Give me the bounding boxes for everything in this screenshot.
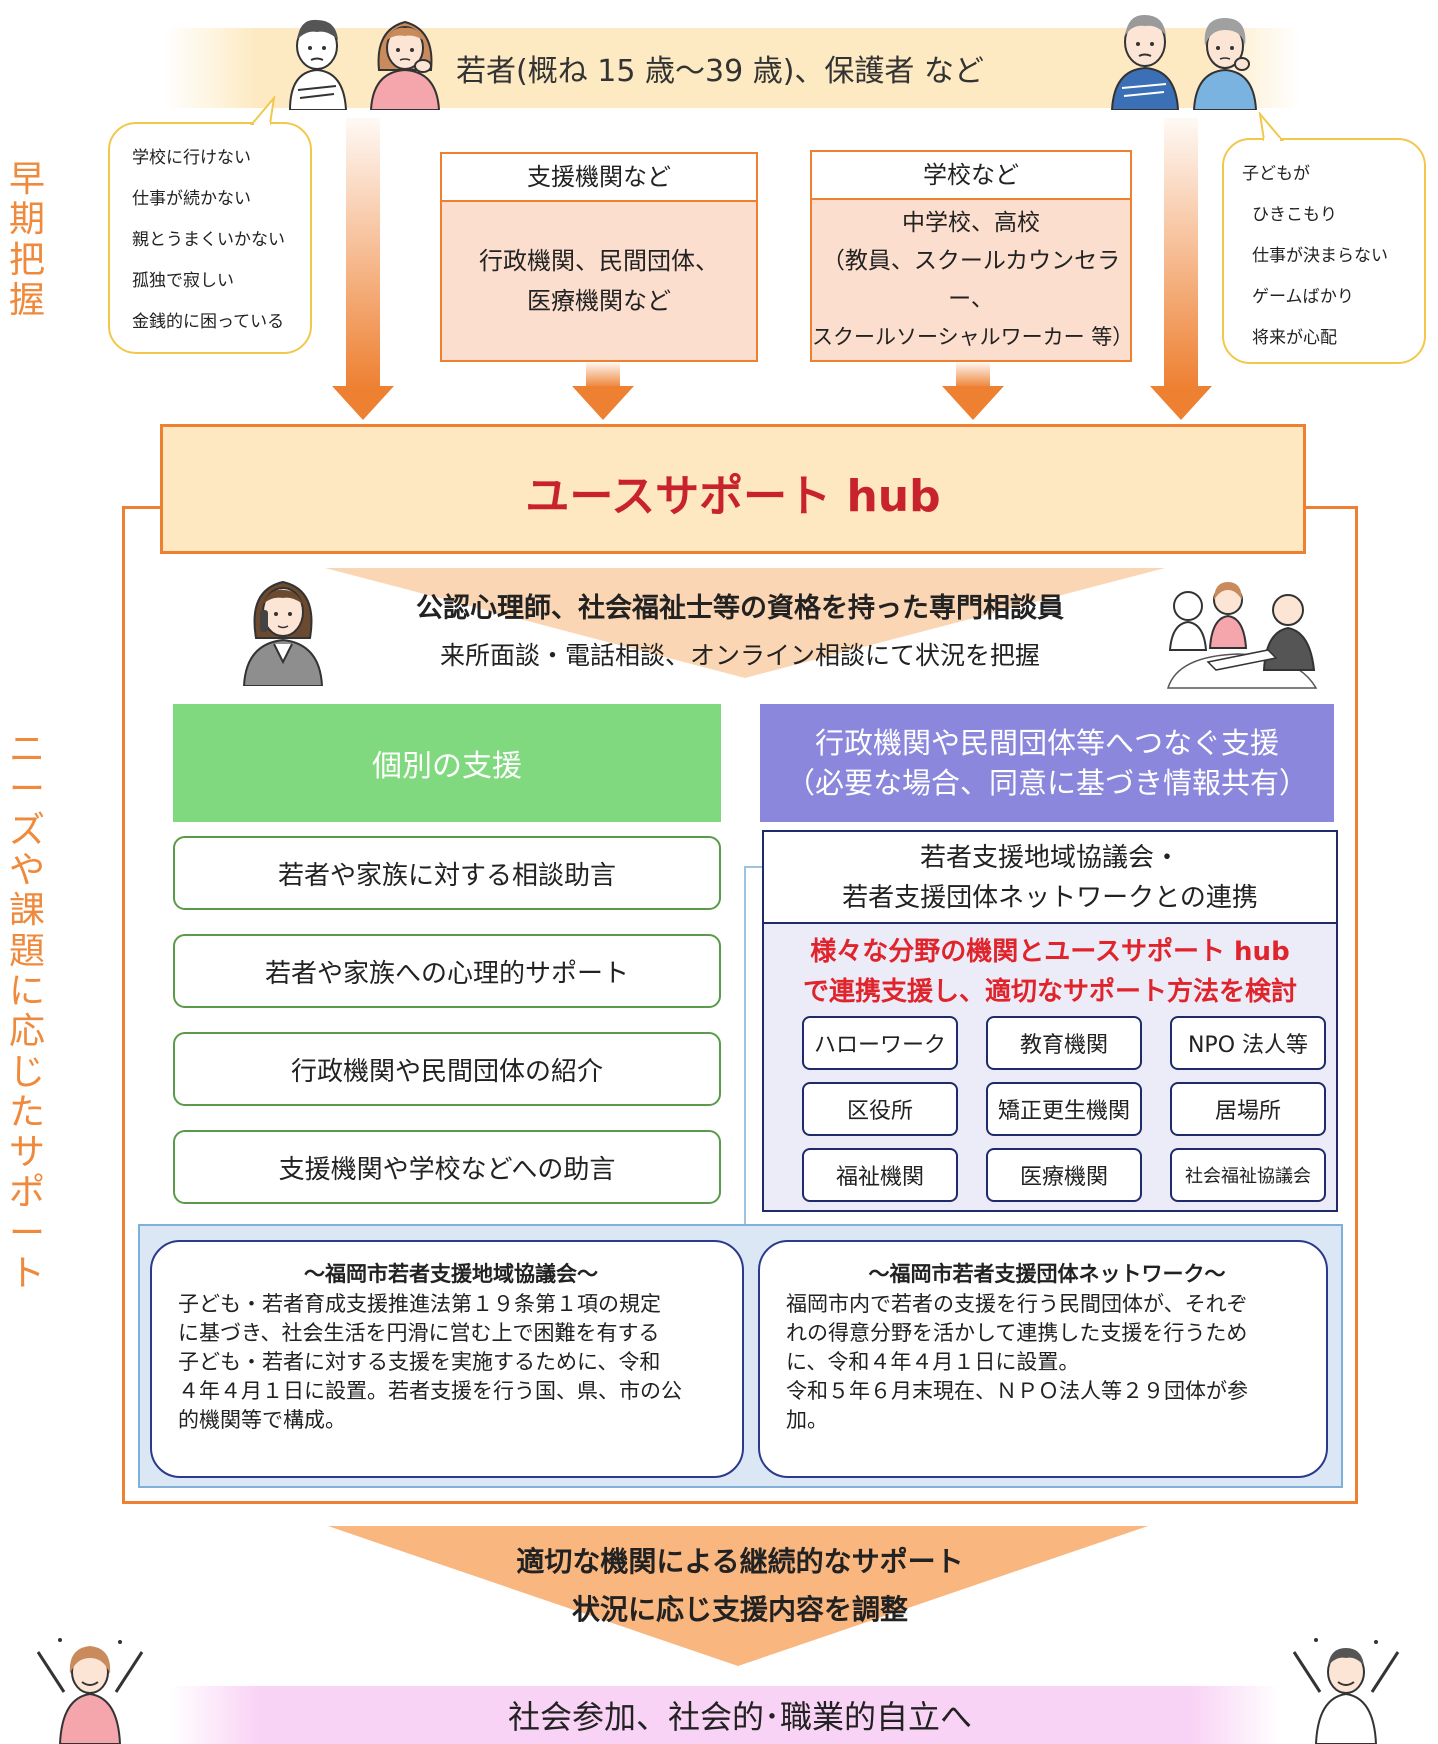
connect-support-header: 行政機関や民間団体等へつなぐ支援 （必要な場合、同意に基づき情報共有） xyxy=(760,704,1334,822)
bubble-line: ひきこもり xyxy=(1252,205,1337,225)
council-line: 福岡市内で若者の支援を行う民間団体が、それぞ xyxy=(786,1292,1248,1316)
adjust-support-text: 状況に応じ支援内容を調整 xyxy=(571,1593,908,1626)
mother-illustration xyxy=(1192,18,1258,110)
network-header: 若者支援地域協議会・ 若者支援団体ネットワークとの連携 xyxy=(764,832,1336,924)
council-line: 子ども・若者に対する支援を実施するために、令和 xyxy=(178,1350,661,1374)
bubble-line: 仕事が決まらない xyxy=(1252,246,1388,266)
individual-support-item: 支援機関や学校などへの助言 xyxy=(173,1130,721,1204)
schools-line: 中学校、高校 xyxy=(902,210,1040,236)
org-hello-work: ハローワーク xyxy=(802,1016,958,1070)
individual-support-item: 若者や家族への心理的サポート xyxy=(173,934,721,1008)
council-line: 令和５年６月末現在、ＮＰＯ法人等２９団体が参 xyxy=(786,1379,1248,1403)
continuous-support-funnel xyxy=(328,1526,1148,1666)
celebrating-girl-illustration xyxy=(36,1638,144,1744)
network-header-line: 若者支援地域協議会・ xyxy=(919,843,1180,873)
arrow-head xyxy=(572,386,634,420)
bubble-line: 仕事が続かない xyxy=(132,189,251,209)
schools-title: 学校など xyxy=(812,152,1130,200)
schools-body: 中学校、高校 （教員、スクールカウンセラー、 スクールソーシャルワーカー 等） xyxy=(812,200,1134,360)
parent-worries-bubble: 子どもが ひきこもり 仕事が決まらない ゲームばかり 将来が心配 xyxy=(1222,138,1426,364)
group-network-title: ～福岡市若者支援団体ネットワーク～ xyxy=(868,1262,1226,1286)
network-emphasis-line: で連携支援し、適切なサポート方法を検討 xyxy=(802,977,1297,1007)
bubble-line: 将来が心配 xyxy=(1252,328,1337,348)
goal-band xyxy=(170,1686,1280,1744)
support-orgs-title: 支援機関など xyxy=(442,154,756,202)
org-ward-office: 区役所 xyxy=(802,1082,958,1136)
council-line: 加。 xyxy=(786,1408,828,1432)
group-network-body: 福岡市内で若者の支援を行う民間団体が、それぞ れの得意分野を活かして連携した支援… xyxy=(786,1290,1308,1435)
bubble-line: 孤独で寂しい xyxy=(132,271,234,291)
target-text: 若者(概ね 15 歳～39 歳)、保護者 など xyxy=(456,54,984,89)
group-network-box: ～福岡市若者支援団体ネットワーク～ 福岡市内で若者の支援を行う民間団体が、それぞ… xyxy=(758,1240,1328,1478)
counselor-phone-illustration xyxy=(242,580,324,686)
council-line: 子ども・若者育成支援推進法第１９条第１項の規定 xyxy=(178,1292,661,1316)
connect-subtitle: （必要な場合、同意に基づき情報共有） xyxy=(785,766,1308,800)
goal-text: 社会参加、社会的･職業的自立へ xyxy=(507,1698,972,1736)
schools-line: スクールソーシャルワーカー 等） xyxy=(812,325,1134,349)
arrow-head xyxy=(332,386,394,420)
hub-funnel xyxy=(325,568,1165,678)
arrow-head xyxy=(942,386,1004,420)
bubble-line: 子どもが xyxy=(1242,164,1310,184)
individual-support-item: 行政機関や民間団体の紹介 xyxy=(173,1032,721,1106)
bubble-line: 親とうまくいかない xyxy=(132,230,285,250)
individual-support-header: 個別の支援 xyxy=(173,704,721,822)
org-welfare: 福祉機関 xyxy=(802,1148,958,1202)
support-orgs-line: 行政機関、民間団体、 xyxy=(479,247,719,275)
arrow-shaft xyxy=(956,362,990,388)
support-orgs-box: 支援機関など 行政機関、民間団体、 医療機関など xyxy=(440,152,758,362)
council-line: に、令和４年４月１日に設置。 xyxy=(786,1350,1080,1374)
org-correction: 矯正更生機関 xyxy=(986,1082,1142,1136)
network-emphasis: 様々な分野の機関とユースサポート hub で連携支援し、適切なサポート方法を検討 xyxy=(764,932,1336,1012)
arrow-head xyxy=(1150,386,1212,420)
network-box: 若者支援地域協議会・ 若者支援団体ネットワークとの連携 様々な分野の機関とユース… xyxy=(762,830,1338,1212)
connect-title: 行政機関や民間団体等へつなぐ支援 xyxy=(814,726,1279,760)
bubble-tail xyxy=(250,96,276,126)
youth-boy-illustration xyxy=(288,19,348,110)
father-illustration xyxy=(1110,14,1180,110)
council-line: に基づき、社会生活を円滑に営む上で困難を有する xyxy=(178,1321,660,1345)
org-social-welfare-council: 社会福祉協議会 xyxy=(1170,1148,1326,1202)
hub-title: ユースサポート hub xyxy=(525,471,941,522)
support-orgs-body: 行政機関、民間団体、 医療機関など xyxy=(442,202,756,360)
schools-line: （教員、スクールカウンセラー、 xyxy=(821,248,1121,312)
regional-council-body: 子ども・若者育成支援推進法第１９条第１項の規定 に基づき、社会生活を円滑に営む上… xyxy=(178,1290,724,1435)
org-medical: 医療機関 xyxy=(986,1148,1142,1202)
counselor-method: 来所面談・電話相談、オンライン相談にて状況を把握 xyxy=(439,641,1040,670)
arrow-shaft xyxy=(1164,118,1198,388)
youth-girl-illustration xyxy=(369,20,441,110)
schools-box: 学校など 中学校、高校 （教員、スクールカウンセラー、 スクールソーシャルワーカ… xyxy=(810,150,1134,362)
council-line: ４年４月１日に設置。若者支援を行う国、県、市の公 xyxy=(178,1379,682,1403)
bubble-line: ゲームばかり xyxy=(1252,287,1354,307)
arrow-shaft xyxy=(346,118,380,388)
connector-line xyxy=(744,866,746,1226)
continuous-support-text: 適切な機関による継続的なサポート xyxy=(516,1545,964,1578)
network-header-line: 若者支援団体ネットワークとの連携 xyxy=(842,883,1258,913)
council-line: 的機関等で構成。 xyxy=(178,1408,346,1432)
council-line: れの得意分野を活かして連携した支援を行うため xyxy=(786,1321,1248,1345)
target-band xyxy=(165,28,1300,108)
org-ibasho: 居場所 xyxy=(1170,1082,1326,1136)
org-education: 教育機関 xyxy=(986,1016,1142,1070)
network-emphasis-line: 様々な分野の機関とユースサポート hub xyxy=(810,937,1290,967)
counseling-meeting-illustration xyxy=(1166,582,1318,689)
regional-council-box: ～福岡市若者支援地域協議会～ 子ども・若者育成支援推進法第１９条第１項の規定 に… xyxy=(150,1240,744,1478)
counselor-heading: 公認心理師、社会福祉士等の資格を持った専門相談員 xyxy=(416,593,1064,624)
bubble-tail xyxy=(1258,112,1284,142)
celebrating-boy-illustration xyxy=(1292,1638,1400,1744)
org-npo: NPO 法人等 xyxy=(1170,1016,1326,1070)
regional-council-title: ～福岡市若者支援地域協議会～ xyxy=(304,1262,598,1286)
needs-support-label: ニーズや課題に応じたサポート xyxy=(8,729,45,1295)
individual-support-item: 若者や家族に対する相談助言 xyxy=(173,836,721,910)
early-detection-label: 早期把握 xyxy=(8,159,45,321)
bubble-line: 金銭的に困っている xyxy=(132,312,285,332)
support-orgs-line: 医療機関など xyxy=(527,287,671,315)
bubble-line: 学校に行けない xyxy=(132,148,251,168)
arrow-shaft xyxy=(586,362,620,388)
hub-box xyxy=(160,424,1306,554)
youth-worries-bubble: 学校に行けない 仕事が続かない 親とうまくいかない 孤独で寂しい 金銭的に困って… xyxy=(108,122,312,354)
connector-line xyxy=(744,866,764,868)
